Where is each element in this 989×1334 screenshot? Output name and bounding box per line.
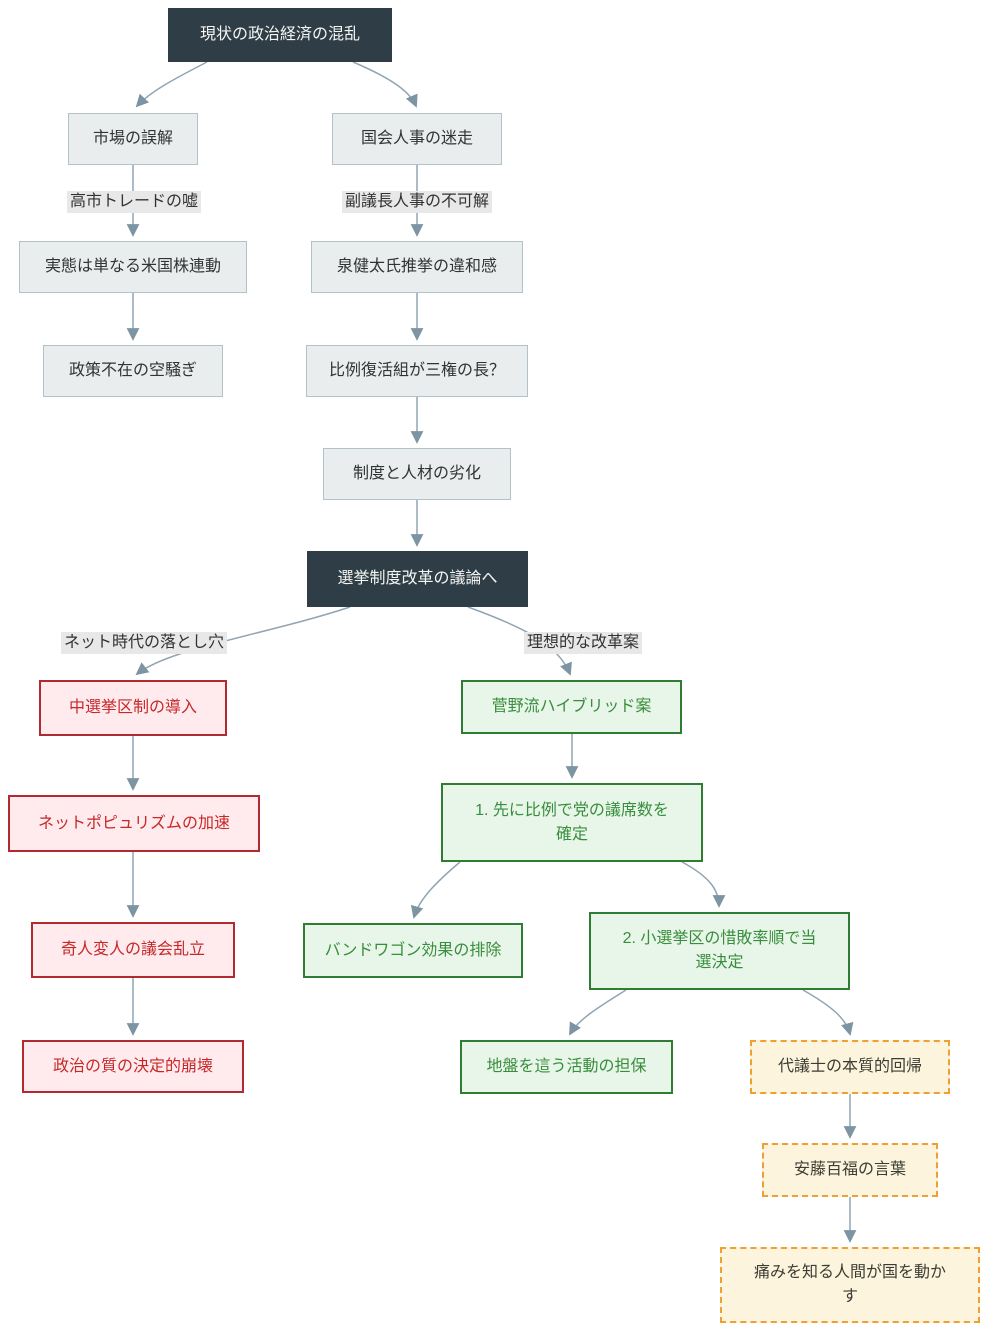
edge-label-net-era-pitfall: ネット時代の落とし穴: [60, 632, 228, 654]
edge-chaos-to-market: [135, 61, 208, 108]
edge-step1-to-bandwagon: [410, 861, 461, 919]
edge-label-vice-speaker-personnel-mystery: 副議長人事の不可解: [341, 191, 493, 213]
node-policy-absent-fuss: 政策不在の空騒ぎ: [43, 345, 223, 397]
node-eccentrics-flood-parliament: 奇人変人の議会乱立: [31, 922, 235, 978]
node-kanno-hybrid-plan: 菅野流ハイブリッド案: [461, 680, 682, 734]
node-proportional-revival-as-branch-head: 比例復活組が三権の長？: [306, 345, 528, 397]
node-diet-personnel-confusion: 国会人事の迷走: [332, 113, 502, 165]
node-bandwagon-effect-elimination: バンドワゴン効果の排除: [303, 923, 523, 978]
node-system-and-talent-degradation: 制度と人材の劣化: [323, 448, 511, 500]
edge-step1-to-step2: [681, 861, 726, 908]
node-ando-momofuku-words: 安藤百福の言葉: [762, 1143, 938, 1197]
node-actually-us-stock-correlation: 実態は単なる米国株連動: [19, 241, 247, 293]
node-ground-level-activity-guarantee: 地盤を這う活動の担保: [460, 1040, 673, 1094]
node-electoral-system-reform-debate: 選挙制度改革の議論へ: [307, 551, 528, 607]
node-those-who-know-pain-move-the-nation: 痛みを知る人間が国を動かす: [720, 1247, 980, 1323]
node-net-populism-acceleration: ネットポピュリズムの加速: [8, 795, 260, 852]
node-representatives-essential-return: 代議士の本質的回帰: [750, 1040, 950, 1094]
edge-step2-to-jiban: [569, 989, 627, 1036]
node-step1-proportional-seat-count-first: 1. 先に比例で党の議席数を確定: [441, 783, 703, 862]
edge-label-takaichi-trade-lie: 高市トレードの嘘: [66, 191, 202, 213]
edge-label-ideal-reform-plan: 理想的な改革案: [523, 632, 643, 654]
node-multi-member-district-introduction: 中選挙区制の導入: [39, 680, 227, 736]
node-izumi-recommendation-discomfort: 泉健太氏推挙の違和感: [311, 241, 523, 293]
node-market-misunderstanding: 市場の誤解: [68, 113, 198, 165]
edge-step2-to-daigishi: [802, 989, 854, 1036]
node-current-political-economic-chaos: 現状の政治経済の混乱: [168, 8, 392, 62]
node-decisive-collapse-of-political-quality: 政治の質の決定的崩壊: [22, 1040, 244, 1093]
node-step2-winners-by-narrow-loss-ratio: 2. 小選挙区の惜敗率順で当選決定: [589, 912, 850, 990]
edge-chaos-to-diet: [352, 61, 418, 108]
